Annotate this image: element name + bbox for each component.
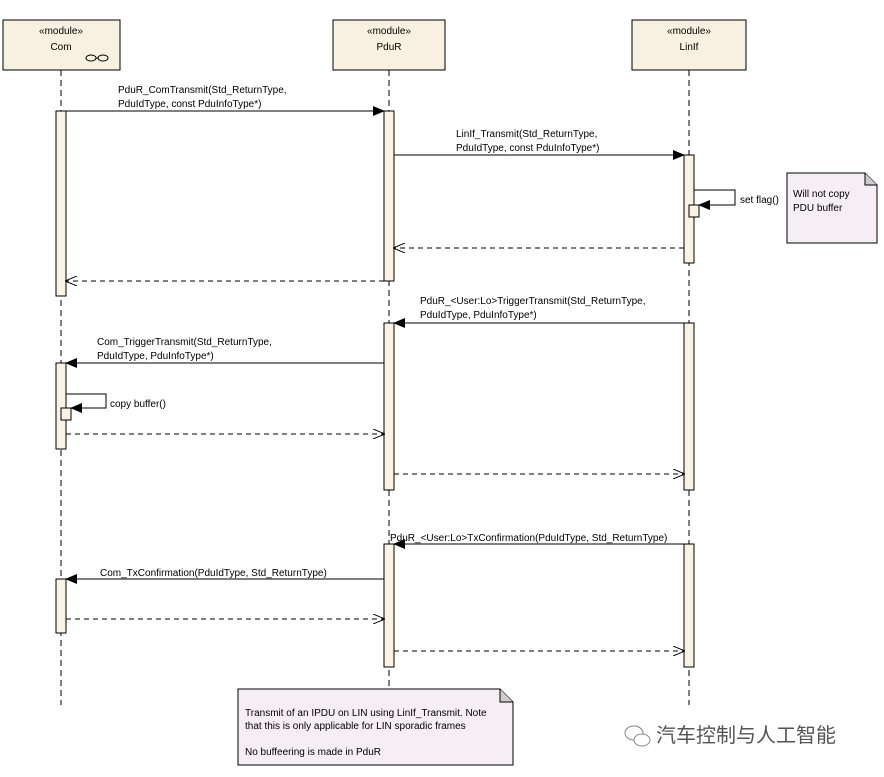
message-pdur-triggertransmit[interactable]: PduR_<User:Lo>TriggerTransmit(Std_Return… <box>393 296 684 328</box>
message-copy-buffer[interactable]: copy buffer() <box>66 393 166 413</box>
message-pdur-comtransmit[interactable]: PduR_ComTransmit(Std_ReturnType, PduIdTy… <box>66 85 385 116</box>
activation-linif <box>683 322 695 491</box>
activation-com-self <box>60 407 72 421</box>
note-text: Transmit of an IPDU on LIN using LinIf_T… <box>245 708 487 719</box>
note-text: that this is only applicable for LIN spo… <box>245 721 466 732</box>
activation-pdur <box>383 322 395 491</box>
message-label: Com_TriggerTransmit(Std_ReturnType, <box>97 337 272 348</box>
module-com[interactable]: «module» Com <box>2 19 121 71</box>
message-com-txconfirmation[interactable]: Com_TxConfirmation(PduIdType, Std_Return… <box>65 568 384 584</box>
message-label: PduR_<User:Lo>TxConfirmation(PduIdType, … <box>390 533 667 544</box>
note-transmit-ipdu: Transmit of an IPDU on LIN using LinIf_T… <box>237 688 514 766</box>
activation-com <box>55 578 67 634</box>
message-set-flag[interactable]: set flag() <box>694 189 779 210</box>
module-name: Com <box>50 42 71 53</box>
activation-linif-self <box>688 204 700 218</box>
message-label: copy buffer() <box>110 399 166 410</box>
activation-com <box>55 110 67 297</box>
message-label: PduIdType, const PduInfoType*) <box>118 99 261 110</box>
note-text: Will not copy <box>793 189 850 200</box>
watermark: 汽车控制与人工智能 <box>624 724 836 747</box>
message-com-triggertransmit[interactable]: Com_TriggerTransmit(Std_ReturnType, PduI… <box>65 337 384 368</box>
message-label: LinIf_Transmit(Std_ReturnType, <box>456 129 597 140</box>
activation-linif <box>683 543 695 668</box>
message-pdur-txconfirmation[interactable]: PduR_<User:Lo>TxConfirmation(PduIdType, … <box>390 533 684 549</box>
message-label: Com_TxConfirmation(PduIdType, Std_Return… <box>100 568 327 579</box>
message-label: PduIdType, PduInfoType*) <box>420 310 537 321</box>
component-link-icon <box>85 54 109 62</box>
module-name: LinIf <box>680 42 699 53</box>
module-linif[interactable]: «module» LinIf <box>631 19 747 71</box>
watermark-text: 汽车控制与人工智能 <box>656 724 836 747</box>
message-label: PduIdType, const PduInfoType*) <box>456 143 599 154</box>
activation-pdur <box>383 110 395 282</box>
activation-com <box>55 362 67 450</box>
module-pdur[interactable]: «module» PduR <box>332 19 446 71</box>
message-label: set flag() <box>740 195 779 206</box>
message-label: PduR_ComTransmit(Std_ReturnType, <box>118 85 287 96</box>
module-name: PduR <box>376 42 401 53</box>
note-will-not-copy: Will not copy PDU buffer <box>786 172 878 244</box>
stereotype-label: «module» <box>39 26 83 37</box>
message-label: PduR_<User:Lo>TriggerTransmit(Std_Return… <box>420 296 645 307</box>
message-label: PduIdType, PduInfoType*) <box>97 351 214 362</box>
message-linif-transmit[interactable]: LinIf_Transmit(Std_ReturnType, PduIdType… <box>394 129 685 160</box>
note-text: PDU buffer <box>793 203 843 214</box>
stereotype-label: «module» <box>667 26 711 37</box>
note-text: No buffeering is made in PduR <box>245 747 381 758</box>
activation-pdur <box>383 543 395 668</box>
wechat-icon <box>624 725 651 747</box>
stereotype-label: «module» <box>367 26 411 37</box>
